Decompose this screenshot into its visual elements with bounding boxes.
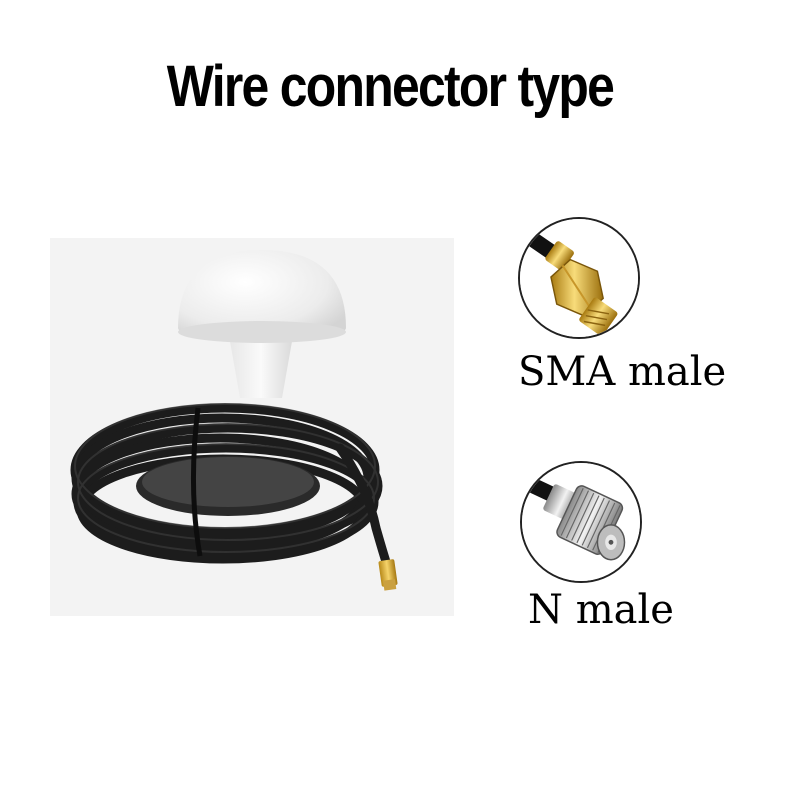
page-title: Wire connector type: [166, 54, 615, 119]
antenna-illustration: [50, 238, 454, 616]
gps-antenna-with-cable-photo: [50, 238, 454, 616]
n-male-label: N male: [528, 587, 674, 633]
sma-male-label: SMA male: [518, 349, 727, 395]
sma-male-connector-icon: [518, 217, 640, 339]
n-male-connector-icon: [520, 461, 642, 583]
